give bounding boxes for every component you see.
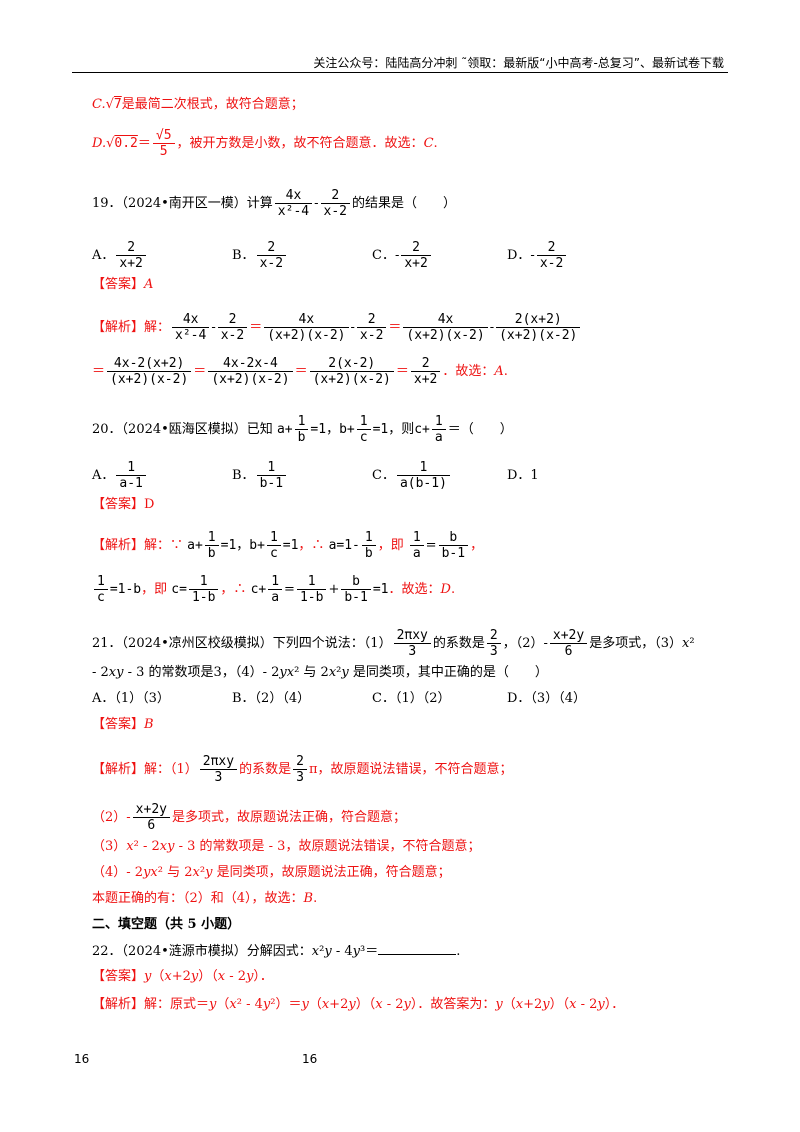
header-text: 关注公众号：陆陆高分冲刺 ˜领取：最新版“小中高考-总复习”、最新试卷下载	[313, 56, 724, 70]
page-header: 关注公众号：陆陆高分冲刺 ˜领取：最新版“小中高考-总复习”、最新试卷下载	[72, 38, 728, 73]
question-21-cont: - 2xy - 3 的常数项是3，（4）- 2yx² 与 2x²y 是同类项，其…	[92, 665, 548, 680]
question-22: 22．（2024•涟源市模拟）分解因式：x²y - 4y³＝.	[92, 944, 461, 959]
answer-22: 【答案】y（x+2y）（x - 2y）．	[92, 969, 273, 984]
footer-page-center: 16	[302, 1052, 318, 1066]
answer-19: 【答案】A	[92, 277, 154, 292]
answer-21: 【答案】B	[92, 717, 154, 732]
solution-21-line5: 本题正确的有：（2）和（4），故选：B.	[92, 891, 318, 906]
footer-page-left: 16	[74, 1052, 90, 1066]
solution-22: 【解析】解：原式＝y（x² - 4y²）＝y（x+2y）（x - 2y）．故答案…	[92, 997, 625, 1012]
answer-20: 【答案】D	[92, 497, 155, 512]
question-21-options: A．（1）（3）B．（2）（4）C．（1）（2）D．（3）（4）	[92, 691, 586, 706]
solution-21-line3: （3）x² - 2xy - 3 的常数项是 - 3，故原题说法错误，不符合题意；	[92, 839, 481, 854]
solution-19-line2: ＝4x-2(x+2)(x+2)(x-2)＝4x-2x-4(x+2)(x-2)＝2…	[92, 356, 508, 387]
section-2-title: 二、填空题（共 5 小题）	[92, 917, 241, 932]
solution-21-line4: （4）- 2yx² 与 2x²y 是同类项，故原题说法正确，符合题意；	[92, 865, 451, 880]
option-c-line: C.√7是最简二次根式，故符合题意；	[92, 97, 304, 112]
